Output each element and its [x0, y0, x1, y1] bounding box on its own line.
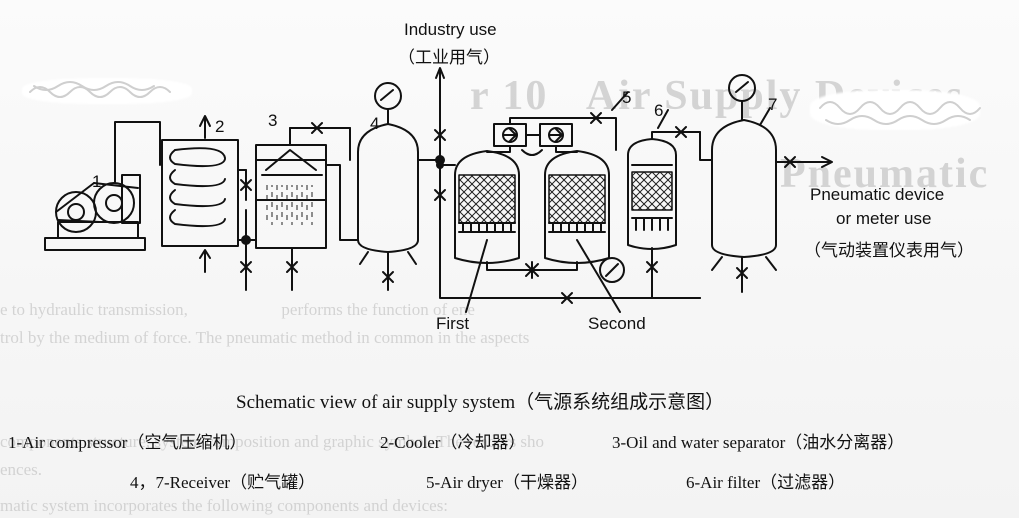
air-compressor	[44, 121, 161, 251]
pipe-cooler-separator	[237, 169, 257, 241]
industry-use-label-cn: （工业用气）	[398, 48, 500, 67]
meter-use-label: or meter use	[836, 209, 932, 228]
label-4: 4	[370, 114, 379, 133]
air-filter	[627, 109, 713, 299]
air-dryer	[454, 91, 629, 313]
drain-valve-cooler	[240, 243, 252, 291]
receiver-7	[711, 74, 833, 293]
pneumatic-device-label-cn: （气动装置仪表用气）	[804, 241, 974, 260]
bleed-through-line: matic system incorporates the following …	[0, 496, 449, 515]
legend-receiver: 4，7-Receiver（贮气罐）	[130, 473, 316, 492]
legend-oil-water-separator: 3-Oil and water separator（油水分离器）	[612, 433, 905, 452]
figure-caption: Schematic view of air supply system（气源系统…	[236, 392, 725, 413]
pipe-separator-receiver	[307, 122, 359, 241]
industry-use-label: Industry use	[404, 20, 497, 39]
label-6: 6	[654, 101, 663, 120]
receiver-4	[357, 82, 419, 291]
bleed-through-line: ences.	[0, 460, 43, 479]
cooler	[161, 115, 239, 273]
label-5: 5	[622, 88, 631, 107]
legend-air-dryer: 5-Air dryer（干燥器）	[426, 473, 588, 492]
label-3: 3	[268, 111, 277, 130]
legend-air-filter: 6-Air filter（过滤器）	[686, 473, 846, 492]
bleed-through-subheading: Pneumatic	[780, 151, 990, 197]
label-2: 2	[215, 117, 224, 136]
bleed-through-line: e to hydraulic transmission, performs th…	[0, 300, 475, 319]
dryer-first-label: First	[436, 314, 470, 333]
dryer-second-label: Second	[588, 314, 646, 333]
bleed-through-line: components structure, system composition…	[0, 432, 545, 451]
legend-cooler: 2-Cooler（冷却器）	[380, 433, 526, 452]
pipe-junction	[436, 161, 444, 169]
bleed-through-line: trol by the medium of force. The pneumat…	[0, 328, 530, 347]
oil-water-separator	[255, 127, 327, 291]
scribble-right	[819, 101, 981, 125]
pipe-receiver-industry	[417, 67, 701, 299]
label-7: 7	[768, 95, 777, 114]
pipe-junction	[241, 235, 251, 245]
legend-air-compressor: 1-Air compressor（空气压缩机）	[8, 433, 247, 452]
pneumatic-device-label: Pneumatic device	[810, 185, 945, 204]
label-1: 1	[92, 172, 101, 191]
scribble-left	[29, 81, 171, 98]
